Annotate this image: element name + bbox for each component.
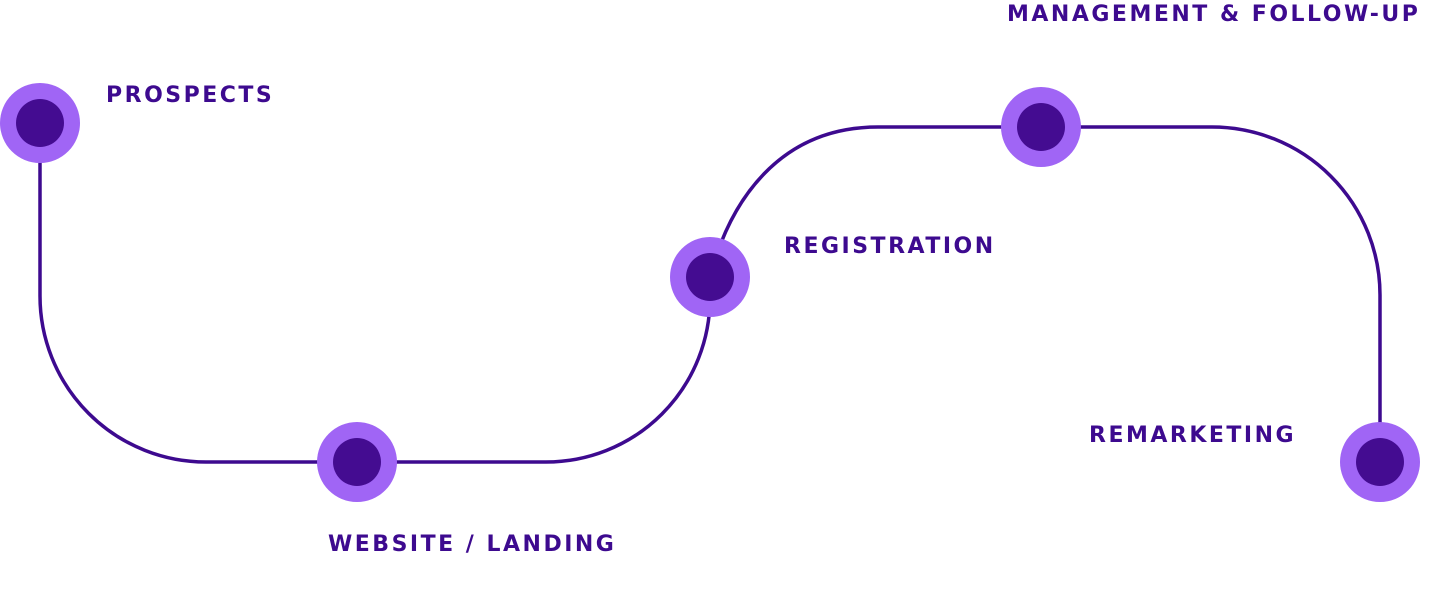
step-label-prospects: PROSPECTS [106,83,275,108]
step-label-remarketing: REMARKETING [1089,423,1297,448]
node-registration [670,237,750,317]
step-label-website-landing: WEBSITE / LANDING [328,532,617,557]
node-prospects [0,83,80,163]
journey-path [38,122,1382,464]
node-website-landing [317,422,397,502]
node-management-follow-up [1001,87,1081,167]
step-label-registration: REGISTRATION [784,234,996,259]
node-remarketing [1340,422,1420,502]
step-label-management-follow-up: MANAGEMENT & FOLLOW-UP [1007,2,1421,27]
